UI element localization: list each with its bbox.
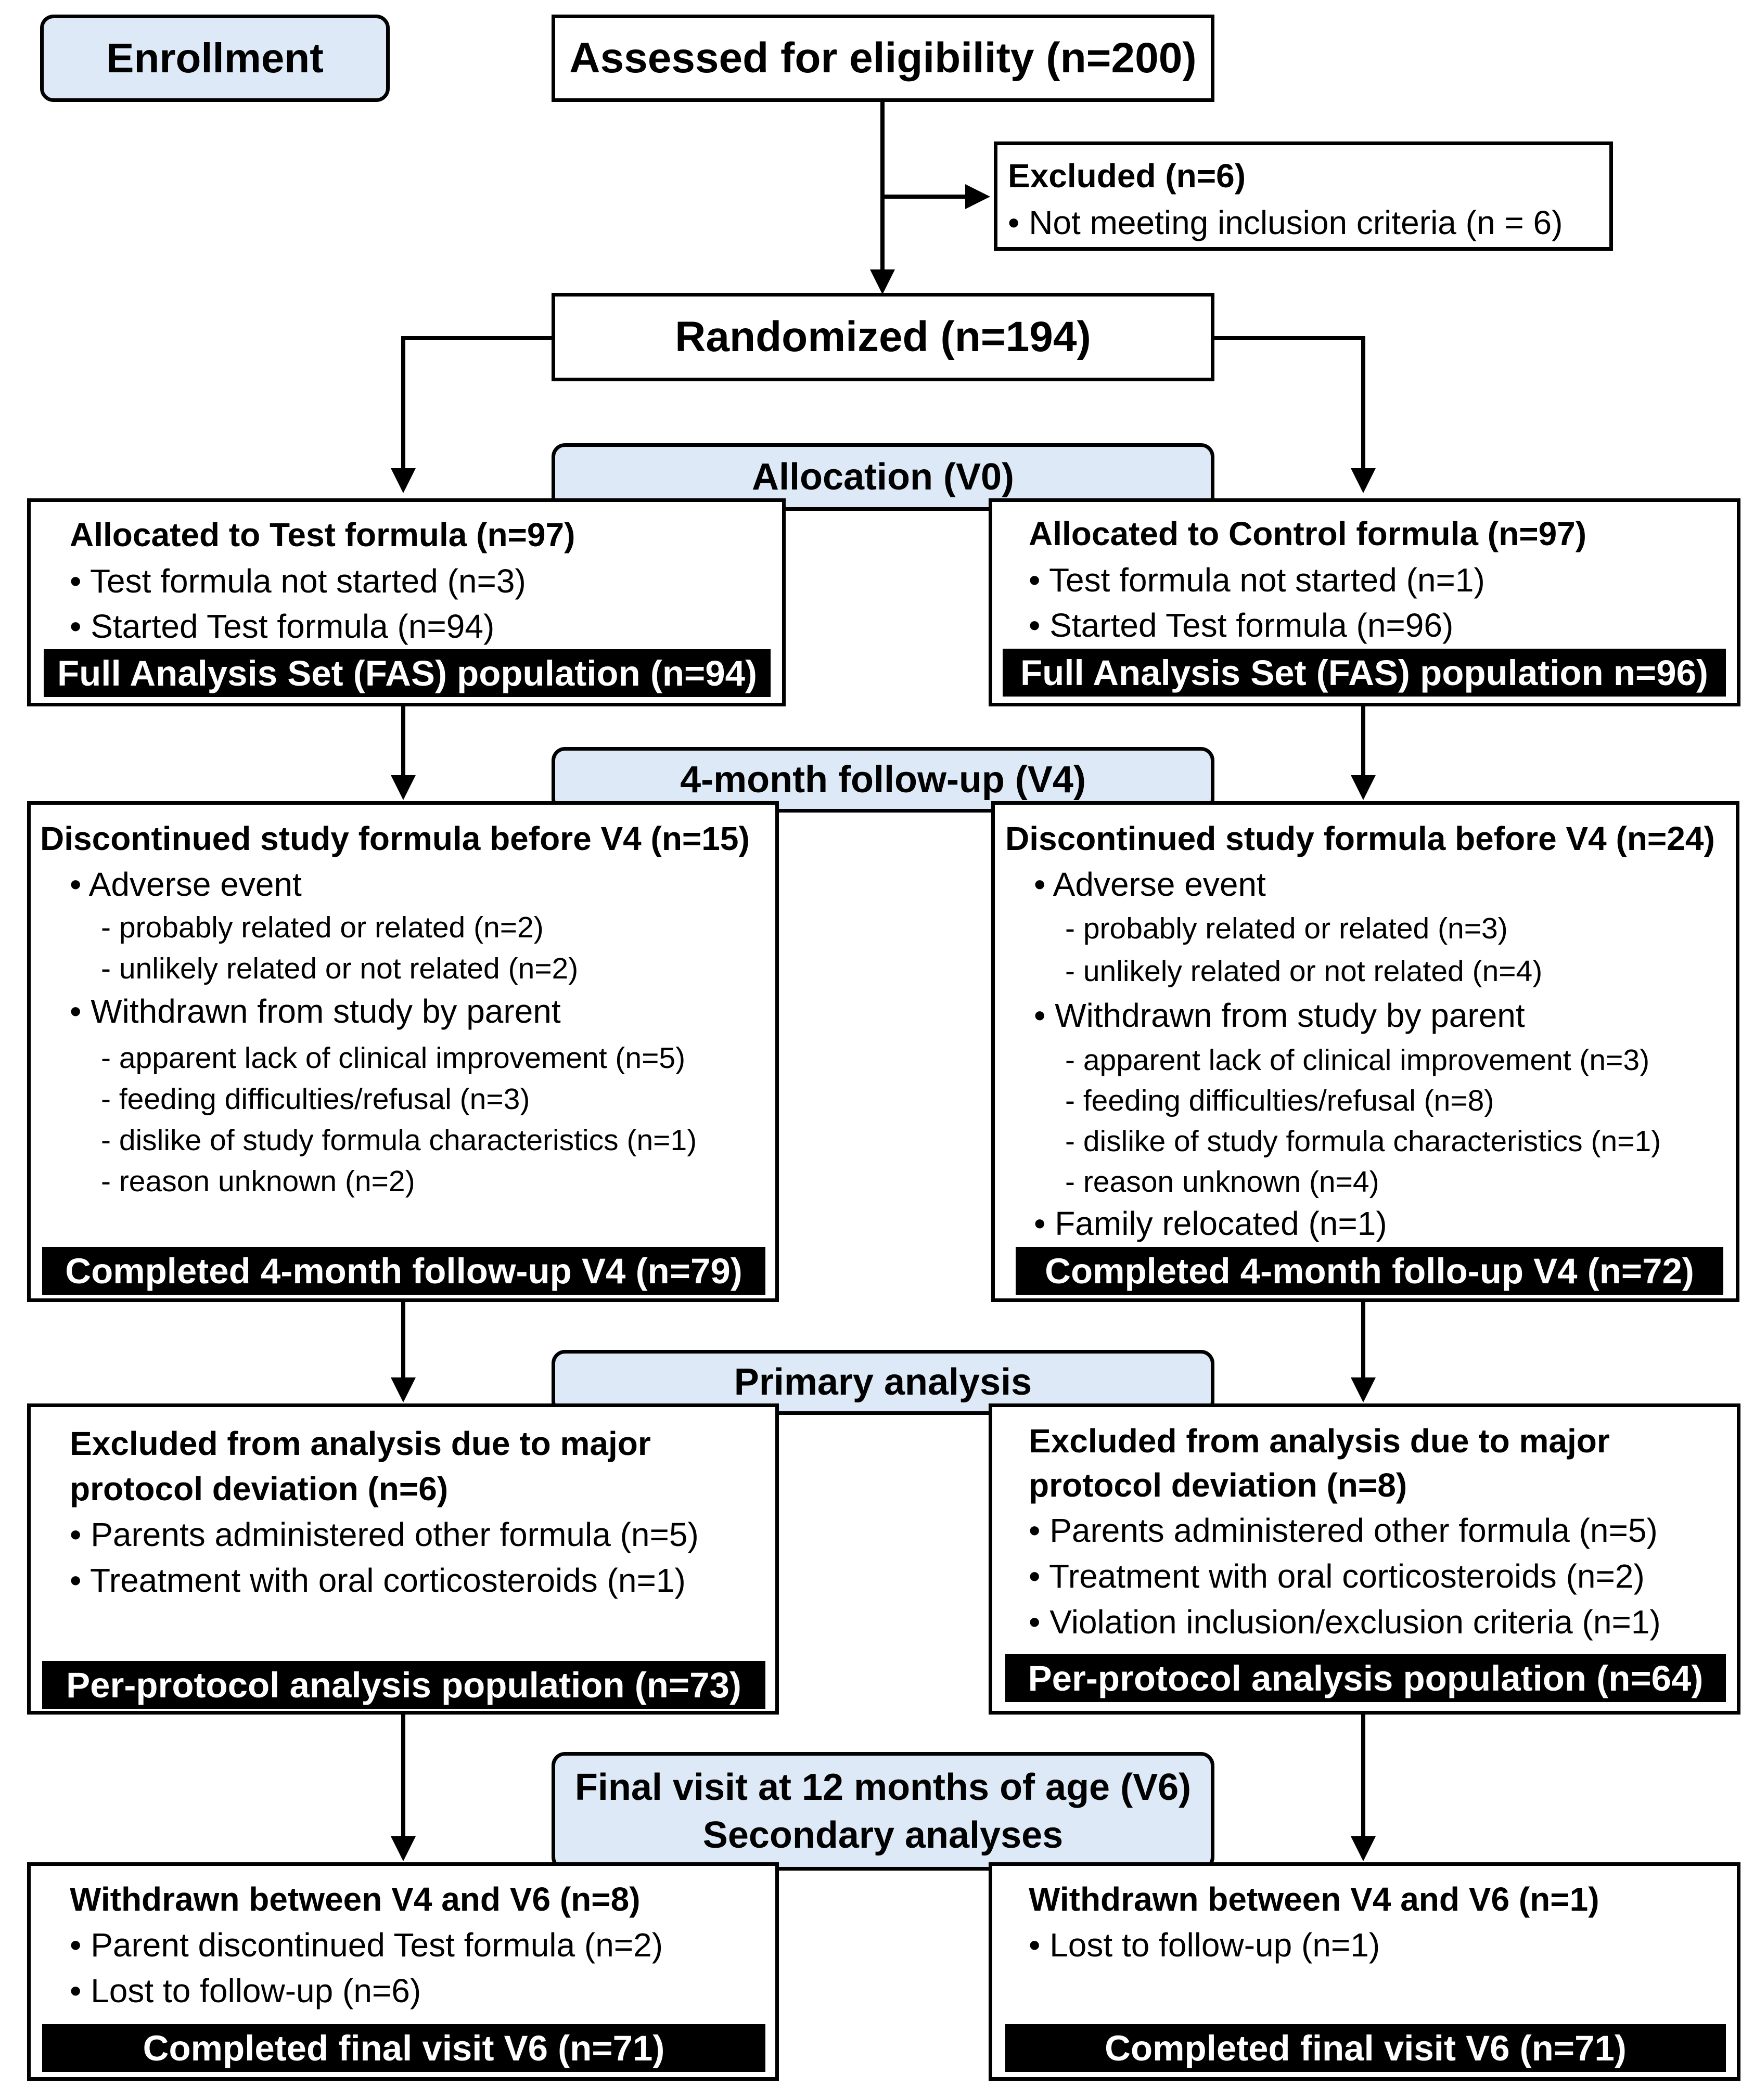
list-item: • Treatment with oral corticosteroids (n… (70, 1562, 686, 1599)
test-primary-box: Excluded from analysis due to major prot… (27, 1403, 779, 1715)
list-item: - probably related or related (n=2) (101, 911, 544, 944)
list-item: • Parents administered other formula (n=… (1029, 1512, 1658, 1549)
list-item: - unlikely related or not related (n=4) (1065, 955, 1543, 988)
control-primary-title-line1: Excluded from analysis due to major (1029, 1422, 1610, 1460)
list-item: • Treatment with oral corticosteroids (n… (1029, 1557, 1645, 1595)
list-item: - apparent lack of clinical improvement … (101, 1041, 686, 1075)
control-followup-title: Discontinued study formula before V4 (n=… (1005, 820, 1715, 857)
excluded-reason: • Not meeting inclusion criteria (n = 6) (1008, 204, 1563, 241)
list-item: - apparent lack of clinical improvement … (1065, 1043, 1650, 1077)
test-fas-result: Full Analysis Set (FAS) population (n=94… (44, 649, 771, 697)
test-primary-result: Per-protocol analysis population (n=73) (42, 1661, 765, 1709)
control-fas-result: Full Analysis Set (FAS) population n=96) (1003, 649, 1726, 697)
list-item: - feeding difficulties/refusal (n=3) (101, 1083, 530, 1116)
list-item: - dislike of study formula characteristi… (101, 1124, 697, 1157)
list-item: • Lost to follow-up (n=1) (1029, 1926, 1380, 1964)
control-followup-box: Discontinued study formula before V4 (n=… (991, 801, 1739, 1302)
list-item: • Family relocated (n=1) (1034, 1205, 1387, 1242)
control-primary-result: Per-protocol analysis population (n=64) (1005, 1654, 1726, 1702)
arrow-randomized-to-test (391, 336, 552, 493)
control-allocation-box: Allocated to Control formula (n=97) • Te… (989, 498, 1740, 706)
arrow-randomized-to-control (1212, 336, 1376, 493)
list-item: • Withdrawn from study by parent (1034, 997, 1525, 1034)
list-item: • Parent discontinued Test formula (n=2) (70, 1926, 663, 1964)
test-primary-title-line2: protocol deviation (n=6) (70, 1470, 449, 1508)
test-followup-box: Discontinued study formula before V4 (n=… (27, 801, 779, 1302)
list-item: - dislike of study formula characteristi… (1065, 1125, 1661, 1158)
list-item: - reason unknown (n=4) (1065, 1165, 1379, 1199)
list-item: • Started Test formula (n=96) (1029, 607, 1454, 644)
list-item: • Parents administered other formula (n=… (70, 1516, 699, 1553)
assessed-box: Assessed for eligibility (n=200) (552, 15, 1214, 102)
list-item: • Test formula not started (n=3) (70, 562, 526, 600)
control-primary-title-line2: protocol deviation (n=8) (1029, 1466, 1407, 1504)
test-final-box: Withdrawn between V4 and V6 (n=8) • Pare… (27, 1862, 779, 2081)
control-allocation-title: Allocated to Control formula (n=97) (1029, 515, 1587, 552)
final-stage-label: Final visit at 12 months of age (V6) Sec… (552, 1752, 1214, 1871)
enrollment-label: Enrollment (40, 15, 390, 102)
control-final-box: Withdrawn between V4 and V6 (n=1) • Lost… (989, 1862, 1740, 2081)
test-followup-title: Discontinued study formula before V4 (n=… (40, 820, 750, 857)
test-allocation-box: Allocated to Test formula (n=97) • Test … (27, 498, 786, 706)
test-final-title: Withdrawn between V4 and V6 (n=8) (70, 1880, 641, 1918)
randomized-box: Randomized (n=194) (552, 293, 1214, 381)
list-item: • Adverse event (1034, 866, 1266, 903)
test-followup-result: Completed 4-month follow-up V4 (n=79) (42, 1247, 765, 1295)
excluded-title: Excluded (n=6) (1008, 157, 1246, 195)
test-primary-title-line1: Excluded from analysis due to major (70, 1425, 651, 1462)
list-item: - reason unknown (n=2) (101, 1165, 415, 1198)
list-item: • Test formula not started (n=1) (1029, 561, 1485, 599)
list-item: • Lost to follow-up (n=6) (70, 1972, 421, 2009)
test-allocation-title: Allocated to Test formula (n=97) (70, 516, 575, 553)
list-item: • Violation inclusion/exclusion criteria… (1029, 1603, 1661, 1641)
list-item: - probably related or related (n=3) (1065, 912, 1508, 945)
list-item: • Started Test formula (n=94) (70, 608, 495, 645)
list-item: - unlikely related or not related (n=2) (101, 952, 579, 985)
list-item: - feeding difficulties/refusal (n=8) (1065, 1084, 1494, 1117)
excluded-box: Excluded (n=6) • Not meeting inclusion c… (994, 141, 1613, 251)
list-item: • Adverse event (70, 866, 302, 903)
control-final-result: Completed final visit V6 (n=71) (1005, 2024, 1726, 2072)
test-final-result: Completed final visit V6 (n=71) (42, 2024, 765, 2072)
control-final-title: Withdrawn between V4 and V6 (n=1) (1029, 1880, 1599, 1918)
control-primary-box: Excluded from analysis due to major prot… (989, 1403, 1740, 1715)
control-followup-result: Completed 4-month follo-up V4 (n=72) (1016, 1247, 1723, 1295)
list-item: • Withdrawn from study by parent (70, 993, 561, 1030)
